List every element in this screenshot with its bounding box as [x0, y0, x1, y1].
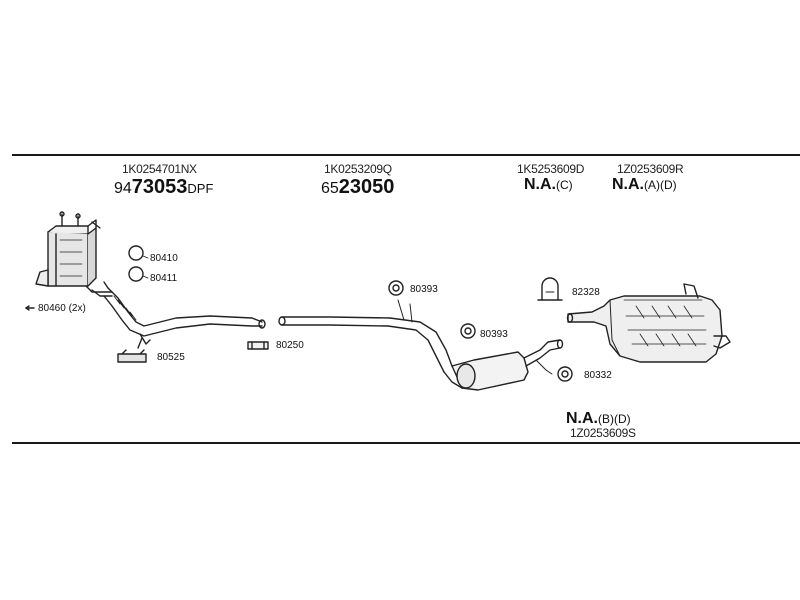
top-divider	[12, 154, 800, 156]
part-code-rear-silencer: N.A.(A)(D)	[612, 176, 677, 193]
callout-gasket-2: 80411	[150, 273, 178, 284]
hanger-icon	[388, 280, 573, 382]
part-number-dpf: 1K0254701NX	[122, 162, 197, 176]
part-number-front-pipe: 1K0253209Q	[324, 162, 392, 176]
bracket-icon	[117, 349, 147, 363]
front-pipe-icon	[103, 287, 266, 349]
part-number-middle-silencer: 1K5253609D	[517, 162, 585, 176]
callout-hanger-1: 80393	[410, 284, 438, 295]
callout-bracket: 80525	[157, 352, 185, 363]
clamp-icon	[247, 341, 269, 350]
part-code-alt-rear-silencer: N.A.(B)(D)	[566, 410, 631, 427]
rear-clamp-icon	[537, 277, 563, 301]
gasket-icon	[128, 245, 149, 282]
part-code-dpf: 9473053DPF	[114, 176, 214, 198]
part-code-middle-silencer: N.A.(C)	[524, 176, 573, 193]
part-code-front-pipe: 6523050	[321, 176, 395, 198]
middle-silencer-icon	[443, 339, 564, 391]
intermediate-pipe-icon	[278, 299, 453, 373]
callout-clamp-1: 80250	[276, 340, 304, 351]
callout-flange: 80460 (2x)	[38, 303, 86, 314]
callout-hanger-2: 80393	[480, 329, 508, 340]
part-number-rear-silencer: 1Z0253609R	[617, 162, 684, 176]
part-number-alt-rear-silencer: 1Z0253609S	[570, 426, 636, 440]
rear-silencer-icon	[566, 283, 731, 363]
bottom-divider	[12, 442, 800, 444]
dpf-icon	[35, 211, 113, 297]
callout-hanger-3: 80332	[584, 370, 612, 381]
callout-clamp-2: 82328	[572, 287, 600, 298]
callout-gasket-1: 80410	[150, 253, 178, 264]
flange-arrow-icon	[25, 305, 35, 311]
